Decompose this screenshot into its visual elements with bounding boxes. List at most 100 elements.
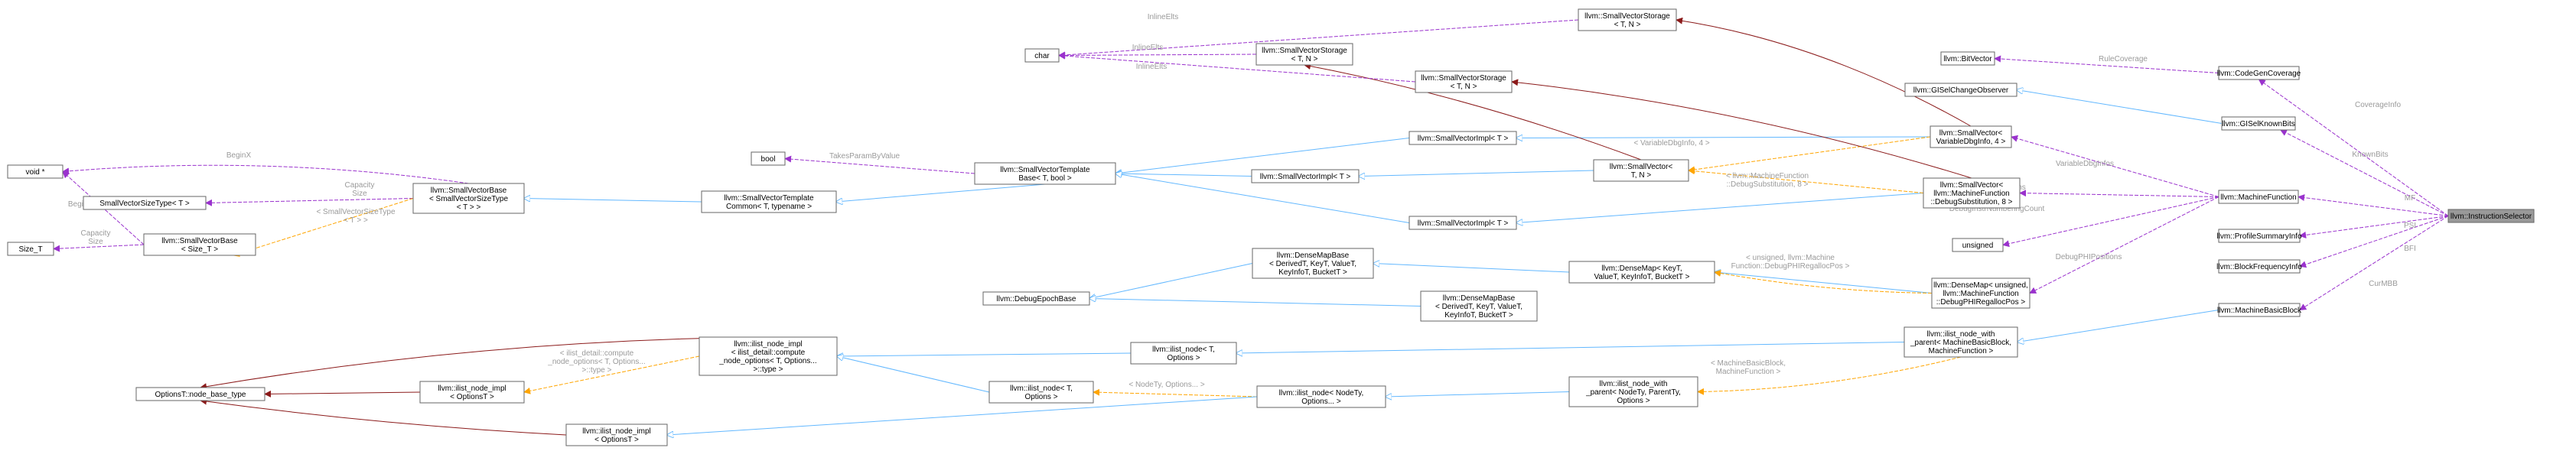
node-box [2218,303,2301,317]
class-node-cgcov[interactable]: llvm::CodeGenCoverage [2217,66,2301,80]
edge-label-nodety-tpl: < NodeTy, Options... > [1128,381,1204,389]
edge-inherit-40 [1236,342,1905,354]
node-label-line: < T > > [457,203,481,212]
class-node-iln-opt2[interactable]: llvm::ilist_node< T,Options > [988,381,1094,404]
class-node-knownbits[interactable]: llvm::GISelKnownBits [2221,116,2296,131]
class-node-sizet[interactable]: Size_T [7,242,54,256]
node-box [419,381,525,404]
node-box [135,387,265,401]
class-node-dmb2[interactable]: llvm::DenseMapBase< DerivedT, KeyT, Valu… [1420,290,1538,322]
class-node-mf[interactable]: llvm::MachineFunction [2218,190,2299,204]
edge-private-50 [200,397,567,436]
class-node-iln-nodety[interactable]: llvm::ilist_node< NodeTy,Options... > [1256,385,1386,408]
node-label-line: llvm::SmallVectorTemplate [1000,166,1090,174]
class-node-unsigned[interactable]: unsigned [1952,238,2004,252]
edge-inherit-7 [2017,90,2223,124]
edge-private-16 [1511,79,1972,179]
edge-inherit-12 [2017,310,2219,342]
class-node-char[interactable]: char [1024,48,1060,63]
edge-label-beginx: BeginX [226,151,252,160]
node-box [1578,8,1677,31]
node-label-line: < OptionsT > [594,436,639,444]
class-node-bfi[interactable]: llvm::BlockFrequencyInfo [2216,259,2302,274]
edge-label-bfi: BFI [2404,245,2416,253]
node-label-line: llvm::ilist_node< NodeTy, [1279,389,1364,397]
class-node-dm-phi[interactable]: llvm::DenseMap< unsigned,llvm::MachineFu… [1931,277,2031,309]
class-node-svs3[interactable]: llvm::SmallVectorStorage< T, N > [1415,70,1513,93]
node-label-line: llvm::GISelChangeObserver [1913,86,2009,95]
node-label-line: llvm::SmallVectorImpl< T > [1418,219,1509,228]
class-node-dmb1[interactable]: llvm::DenseMapBase< DerivedT, KeyT, Valu… [1252,248,1374,279]
class-node-svs2[interactable]: llvm::SmallVectorStorage< T, N > [1255,43,1353,66]
edge-label-curmbb: CurMBB [2369,280,2398,288]
node-label-line: < OptionsT > [450,393,494,401]
class-node-bitvec[interactable]: llvm::BitVector [1940,51,1995,66]
class-node-svimpl1[interactable]: llvm::SmallVectorImpl< T > [1408,131,1517,145]
node-label-line: < ilist_detail::compute [731,349,806,357]
node-label-line: llvm::ilist_node_impl [438,385,506,393]
edge-template-36 [1714,270,1933,294]
node-label-line: < T, N > [1614,21,1641,29]
class-node-bool[interactable]: bool [751,151,786,166]
node-label-line: KeyInfoT, BucketT > [1444,311,1513,320]
class-node-nbt[interactable]: OptionsT::node_base_type [135,387,265,401]
node-label-line: llvm::SmallVectorStorage [1584,12,1670,21]
edge-label-compute-tpl: < ilist_detail::compute_node_options< T,… [547,349,645,375]
class-node-svst[interactable]: SmallVectorSizeType< T > [83,196,207,210]
edge-label-mf: MF [2405,194,2415,203]
edge-label-svst-tpl: < SmallVectorSizeType< T > > [316,208,396,225]
node-label-line: llvm::SmallVectorTemplate [724,194,814,203]
class-node-ilnwp-mbb[interactable]: llvm::ilist_node_with_parent< MachineBas… [1904,326,2018,358]
edge-inherit-20 [1359,170,1594,177]
edge-member-21 [1058,19,1579,59]
class-node-svs1[interactable]: llvm::SmallVectorStorage< T, N > [1578,8,1677,31]
class-node-svimpl3[interactable]: llvm::SmallVectorImpl< T > [1408,216,1517,230]
node-label-line: Base< T, bool > [1018,174,1071,183]
class-node-svb-s[interactable]: llvm::SmallVectorBase< Size_T > [143,233,256,256]
edge-member-27 [784,155,975,174]
edge-label-mbb-mf-tpl: < MachineBasicBlock,MachineFunction > [1711,359,1786,376]
edge-member-6 [1994,55,2219,73]
class-node-ilni-opt1[interactable]: llvm::ilist_node_impl< OptionsT > [419,381,525,404]
edge-private-19 [1304,63,1642,161]
class-node-psi[interactable]: llvm::ProfileSummaryInfo [2216,229,2302,243]
class-node-sv-tn[interactable]: llvm::SmallVector<T, N > [1593,159,1689,182]
class-node-voidp[interactable]: void * [7,164,64,179]
class-node-ilni-opt2[interactable]: llvm::ilist_node_impl< OptionsT > [565,423,668,446]
class-node-sv-ds[interactable]: llvm::SmallVector<llvm::MachineFunction:… [1923,177,2021,209]
edge-label-inlineelts2: InlineElts [1132,44,1164,52]
edge-member-2 [2298,194,2449,216]
class-node-mbb[interactable]: llvm::MachineBasicBlock [2217,303,2302,317]
node-label-line: SmallVectorSizeType< T > [99,200,190,208]
node-label-line: llvm::DenseMap< unsigned, [1933,281,2028,290]
class-node-svb-t[interactable]: llvm::SmallVectorBase< SmallVectorSizeTy… [412,183,525,214]
class-node-ilni-compute[interactable]: llvm::ilist_node_impl< ilist_detail::com… [699,336,838,376]
edge-inherit-28 [836,183,1046,202]
node-label-line: ValueT, KeyInfoT, BucketT > [1594,273,1690,281]
nodes-layer: llvm::InstructionSelector llvm::CodeGenCo… [7,8,2535,446]
node-box [1408,216,1517,230]
class-node-iln-opt[interactable]: llvm::ilist_node< T,Options > [1130,342,1237,365]
class-node-debugepoch[interactable]: llvm::DebugEpochBase [982,291,1090,306]
node-box [565,423,668,446]
class-node-gchobs[interactable]: llvm::GISelChangeObserver [1904,83,2017,97]
edge-private-13 [1676,17,1972,127]
edge-member-23 [1058,52,1416,83]
node-label-line: llvm::MachineBasicBlock [2217,307,2302,315]
node-label-line: llvm::DebugEpochBase [997,295,1076,303]
node-label-line: llvm::DenseMap< KeyT, [1601,264,1682,273]
node-label-line: llvm::SmallVectorStorage [1262,47,1347,55]
class-node-ilnwp-gen[interactable]: llvm::ilist_node_with_parent< NodeTy, Pa… [1568,376,1698,407]
node-box [2447,209,2535,223]
edge-label-inlineelts3: InlineElts [1136,63,1168,71]
class-node-svimpl2[interactable]: llvm::SmallVectorImpl< T > [1251,169,1360,183]
class-node-dm-kv[interactable]: llvm::DenseMap< KeyT,ValueT, KeyInfoT, B… [1568,261,1715,284]
class-node-is[interactable]: llvm::InstructionSelector [2447,209,2535,223]
class-node-sv-vdi[interactable]: llvm::SmallVector<VariableDbgInfo, 4 > [1930,125,2012,148]
edge-private-47 [200,336,769,391]
node-box [1568,376,1698,407]
